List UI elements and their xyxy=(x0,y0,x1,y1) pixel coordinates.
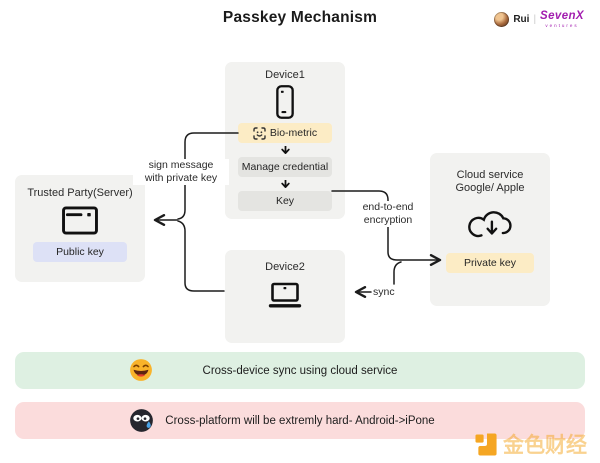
device2-label: Device2 xyxy=(265,261,305,273)
biometric-pill: Bio-metric xyxy=(238,123,332,143)
annotation-sign-message: sign message with private key xyxy=(133,159,229,185)
down-arrow-icon xyxy=(280,180,290,188)
trusted-party-box: Trusted Party(Server) Public key xyxy=(15,175,145,282)
cloud-label-line1: Cloud service xyxy=(456,169,524,181)
author-name: Rui xyxy=(513,14,530,25)
brand: Rui | SevenX ventures xyxy=(494,10,584,28)
sign-message-line1: sign message xyxy=(148,159,214,171)
banner-cross-platform: Cross-platform will be extremly hard- An… xyxy=(15,402,585,439)
banner-cross-device: Cross-device sync using cloud service xyxy=(15,352,585,389)
public-key-pill: Public key xyxy=(33,242,127,262)
cloud-service-label: Cloud service Google/ Apple xyxy=(455,169,524,195)
manage-credential-pill: Manage credential xyxy=(238,157,332,177)
e2e-line1: end-to-end xyxy=(362,201,414,213)
cloud-download-icon xyxy=(468,211,512,238)
biometric-label: Bio-metric xyxy=(269,127,318,139)
device1-box: Device1 Bio-metric Manage credential xyxy=(225,62,345,219)
sign-message-line2: with private key xyxy=(144,172,218,184)
device2-box: Device2 xyxy=(225,250,345,343)
key-pill: Key xyxy=(238,191,332,211)
face-scan-icon xyxy=(253,126,266,140)
browser-window-icon xyxy=(62,206,98,235)
cloud-label-line2: Google/ Apple xyxy=(455,182,525,194)
e2e-line2: encryption xyxy=(363,214,413,226)
line-sync-branch-stub xyxy=(393,261,402,285)
key-label: Key xyxy=(275,195,295,207)
annotation-e2e-encryption: end-to-end encryption xyxy=(356,201,420,227)
trusted-party-label: Trusted Party(Server) xyxy=(27,187,133,199)
manage-credential-label: Manage credential xyxy=(241,161,329,173)
watermark-text: 金色财经 xyxy=(503,433,587,457)
laptop-icon xyxy=(268,282,302,308)
sevenx-logo: SevenX ventures xyxy=(540,10,584,28)
laughing-emoji xyxy=(130,359,152,381)
private-key-label: Private key xyxy=(464,257,516,269)
public-key-label: Public key xyxy=(56,246,104,258)
private-key-pill: Private key xyxy=(446,253,534,273)
logo-text: SevenX xyxy=(540,10,584,22)
cloud-service-box: Cloud service Google/ Apple Private key xyxy=(430,153,550,306)
watermark: 金色财经 xyxy=(475,429,587,459)
annotation-sync: sync xyxy=(373,286,395,298)
down-arrow-icon xyxy=(280,146,290,154)
smartphone-icon xyxy=(276,85,294,119)
device1-label: Device1 xyxy=(265,69,305,81)
black-sweat-emoji xyxy=(130,409,153,432)
page-title: Passkey Mechanism xyxy=(222,9,378,26)
banner-cross-platform-text: Cross-platform will be extremly hard- An… xyxy=(165,414,435,427)
line-brace-to-device2 xyxy=(177,220,225,292)
logo-subtext: ventures xyxy=(545,22,579,28)
golden-finance-logo xyxy=(475,432,497,456)
banner-cross-device-text: Cross-device sync using cloud service xyxy=(202,364,398,377)
brand-separator: | xyxy=(533,14,537,25)
author-avatar xyxy=(494,12,510,27)
